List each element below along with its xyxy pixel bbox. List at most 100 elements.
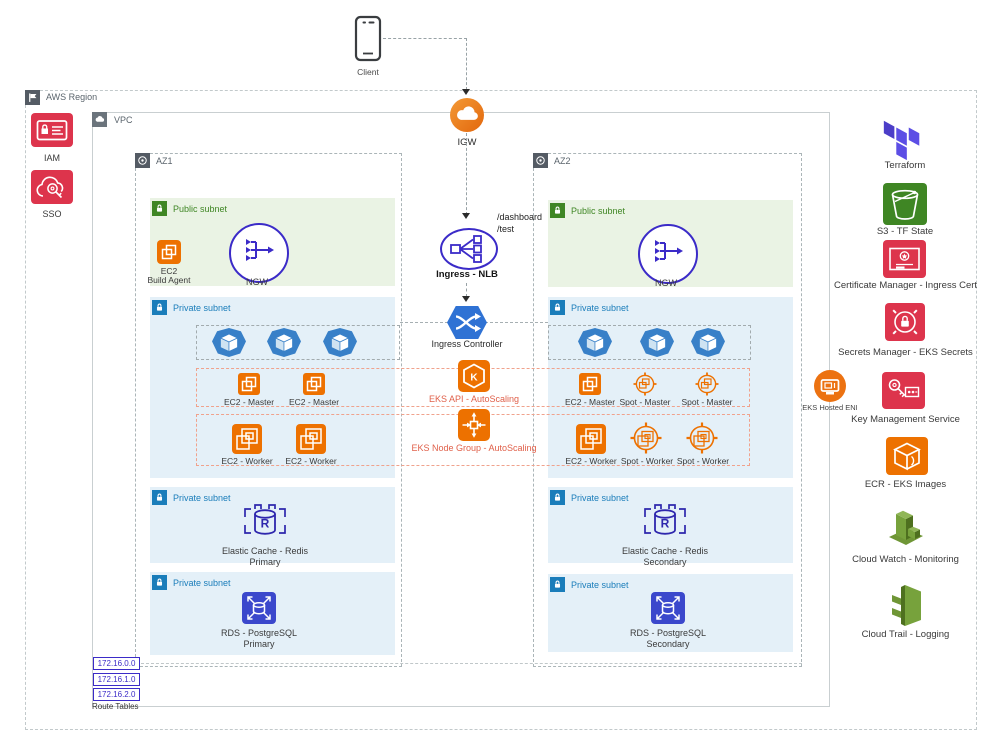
cloudtrail-icon (886, 580, 928, 626)
cloudwatch-icon (884, 502, 928, 550)
kms-label: Key Management Service (851, 414, 960, 425)
public-subnet-lock-icon (550, 203, 565, 218)
az1-cache-label-2: Primary (249, 557, 281, 567)
az2-label: AZ2 (554, 156, 571, 166)
az2-private-subnet-3-label: Private subnet (571, 580, 629, 590)
s3-label: S3 - TF State (876, 226, 934, 237)
spot-instance-icon (633, 372, 657, 396)
nlb-controller-connector (466, 283, 467, 297)
az1-master-2-label: EC2 - Master (288, 397, 340, 407)
nat-gateway-icon (229, 223, 289, 283)
ec2-worker-icon (296, 424, 326, 454)
route-table-entry: 172.16.0.0 (93, 657, 140, 670)
nlb-route-1: /dashboard (497, 212, 543, 222)
spot-instance-icon (695, 372, 719, 396)
az2-master-1-label: EC2 - Master (564, 397, 616, 407)
autoscaling-icon (458, 409, 490, 441)
ec2-worker-icon (576, 424, 606, 454)
vpc-cloud-icon (92, 112, 107, 127)
az2-master-2-label: Spot - Master (619, 397, 671, 407)
az1-worker-2-label: EC2 - Worker (285, 456, 337, 466)
svg-text:K: K (470, 373, 478, 384)
ecr-icon (886, 437, 928, 475)
secrets-manager-label: Secrets Manager - EKS Secrets (838, 347, 973, 358)
az2-ngw-label: NGW (655, 278, 677, 288)
ec2-build-agent-icon (157, 240, 181, 264)
igw-label: IGW (457, 137, 477, 148)
az1-private-subnet-2-label: Private subnet (173, 493, 231, 503)
rds-icon (651, 592, 685, 624)
pod-icon (267, 328, 301, 357)
rds-icon (242, 592, 276, 624)
eks-icon: K (458, 360, 490, 392)
client-device-icon (351, 14, 385, 64)
private-subnet-lock-icon (152, 490, 167, 505)
az2-rds-label-2: Secondary (646, 639, 690, 649)
svg-text:R: R (261, 517, 270, 531)
az1-master-1-label: EC2 - Master (223, 397, 275, 407)
az1-worker-1-label: EC2 - Worker (221, 456, 273, 466)
az2-rds-label-1: RDS - PostgreSQL (629, 628, 707, 638)
az2-cache-label-2: Secondary (643, 557, 687, 567)
az2-pods-group (548, 325, 751, 360)
client-label: Client (357, 67, 379, 77)
svg-text:R: R (661, 517, 670, 531)
spot-worker-icon (686, 422, 718, 454)
public-subnet-lock-icon (152, 201, 167, 216)
route-tables-label: Route Tables (92, 702, 139, 711)
terraform-icon (880, 116, 926, 162)
az1-boundary (135, 153, 402, 667)
secrets-manager-icon (885, 303, 925, 341)
certificate-manager-icon (883, 240, 926, 278)
az1-icon (135, 153, 150, 168)
eni-label: EKS Hosted ENI (802, 403, 858, 412)
az1-cache-label-1: Elastic Cache - Redis (221, 546, 309, 556)
elasticache-icon: R (639, 499, 691, 543)
private-subnet-lock-icon (152, 575, 167, 590)
eni-icon (814, 370, 846, 402)
az2-private-subnet-1-label: Private subnet (571, 303, 629, 313)
private-subnet-lock-icon (152, 300, 167, 315)
iam-icon (31, 113, 73, 147)
nlb-icon (440, 228, 498, 270)
cloudwatch-label: Cloud Watch - Monitoring (852, 554, 959, 565)
az2-master-3-label: Spot - Master (681, 397, 733, 407)
client-igw-connector-v (466, 38, 467, 90)
spot-worker-icon (630, 422, 662, 454)
pod-icon (691, 328, 725, 357)
az2-public-subnet-label: Public subnet (571, 206, 626, 216)
arrowhead (462, 89, 470, 95)
private-subnet-lock-icon (550, 577, 565, 592)
eks-api-label: EKS API - AutoScaling (428, 394, 520, 404)
ec2-icon (238, 373, 260, 395)
client-igw-connector-h (383, 38, 467, 39)
az2-private-subnet-2-label: Private subnet (571, 493, 629, 503)
pod-icon (323, 328, 357, 357)
az2-boundary (533, 153, 802, 667)
sso-label: SSO (42, 209, 62, 219)
sso-icon (31, 170, 73, 204)
aws-region-boundary (25, 90, 977, 730)
elasticache-icon: R (239, 499, 291, 543)
ec2-worker-icon (232, 424, 262, 454)
route-table-entry: 172.16.1.0 (93, 673, 140, 686)
region-flag-icon (25, 90, 40, 105)
pod-icon (212, 328, 246, 357)
az1-ngw-label: NGW (246, 277, 268, 287)
vpc-label: VPC (114, 115, 133, 125)
ecr-label: ECR - EKS Images (864, 479, 947, 490)
az1-private-subnet-1 (150, 297, 395, 478)
arrowhead (462, 213, 470, 219)
ec2-icon (579, 373, 601, 395)
pod-icon (640, 328, 674, 357)
az1-public-subnet-label: Public subnet (173, 204, 228, 214)
az1-private-subnet-2 (150, 487, 395, 563)
az2-worker-1-label: EC2 - Worker (565, 456, 617, 466)
nlb-route-2: /test (497, 224, 515, 234)
ingress-controller-icon (447, 306, 487, 339)
route-table-entry: 172.16.2.0 (93, 688, 140, 701)
arrowhead (462, 296, 470, 302)
s3-icon (883, 183, 927, 225)
az2-icon (533, 153, 548, 168)
